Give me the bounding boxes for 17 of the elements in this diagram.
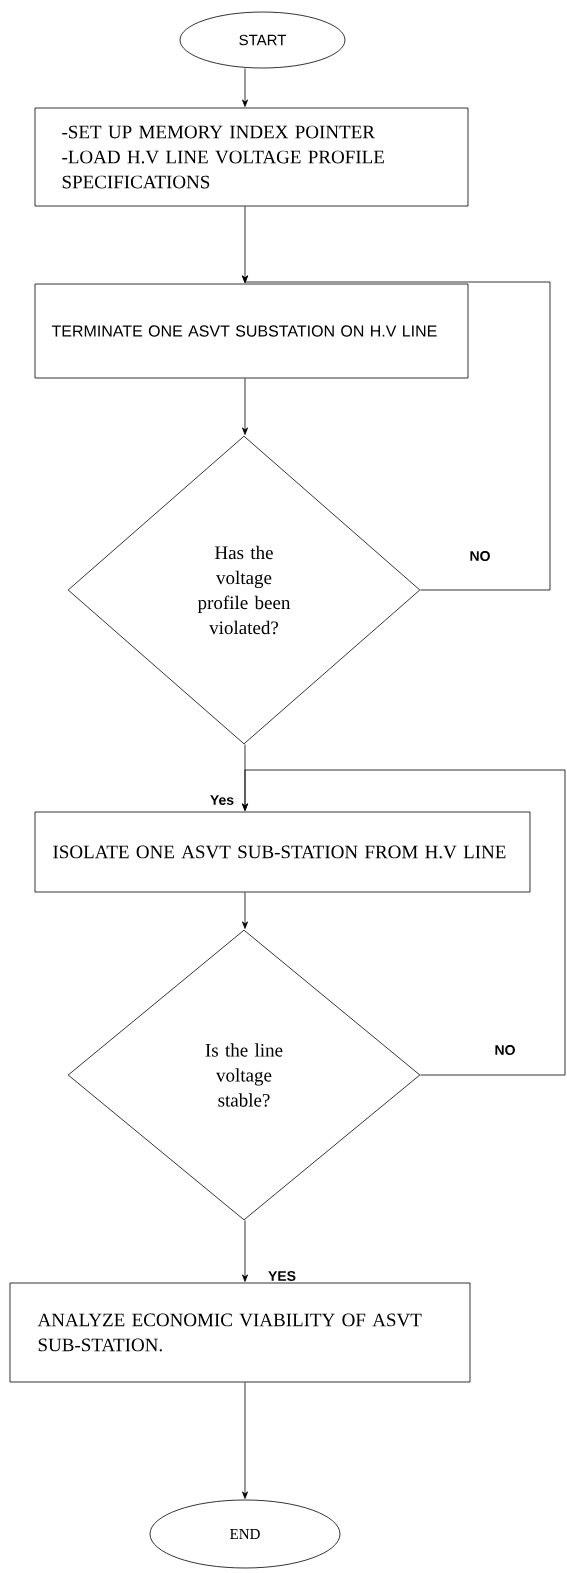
edge-label: Yes — [208, 794, 236, 806]
process-box: -SET UP MEMORY INDEX POINTER -LOAD H.V LINE VOLTAGE PROFILE SPECIFICATIONS — [34, 107, 469, 207]
end-oval: END — [149, 1499, 341, 1569]
edge-label: YES — [267, 1270, 297, 1282]
arrow — [242, 892, 248, 929]
start-oval: START — [179, 11, 346, 69]
edge-label: NO — [493, 1044, 517, 1056]
arrow — [242, 378, 248, 435]
process-box: TERMINATE ONE ASVT SUBSTATION ON H.V LINE — [34, 283, 469, 379]
arrow — [242, 275, 551, 591]
arrow — [242, 769, 566, 1076]
arrow — [242, 1220, 248, 1282]
arrow — [242, 68, 248, 107]
edge-label: NO — [468, 550, 492, 562]
arrow — [242, 1382, 248, 1499]
process-box: ANALYZE ECONOMIC VIABILITY OF ASVT SUB-STATION. — [9, 1282, 471, 1383]
process-box: ISOLATE ONE ASVT SUB-STATION FROM H.V LINE — [34, 811, 531, 893]
